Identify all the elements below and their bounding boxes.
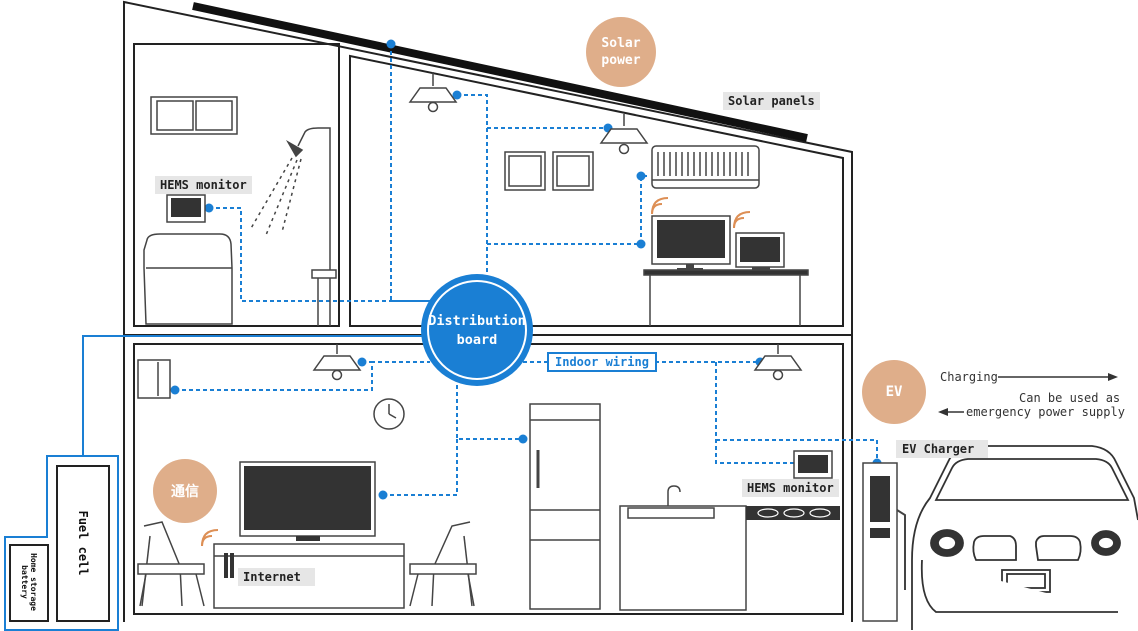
solar-panel-icon xyxy=(192,2,808,142)
emergency-label-line1: Can be used as xyxy=(1019,391,1121,405)
ev-label: EV xyxy=(885,384,903,400)
solar-power-badge: Solar power xyxy=(586,17,656,87)
laptop-icon xyxy=(735,232,785,271)
indoor-wiring-label: Indoor wiring xyxy=(547,352,657,372)
arrow-left-icon xyxy=(938,408,964,416)
car-icon xyxy=(911,445,1138,630)
refrigerator-icon xyxy=(529,403,601,610)
hems-monitor-upper-label: HEMS monitor xyxy=(155,176,252,194)
charging-label: Charging xyxy=(940,370,998,384)
ev-charger-icon xyxy=(862,462,906,622)
arrow-right-icon xyxy=(998,373,1118,381)
fuel-cell-label: Fuel cell xyxy=(76,510,90,576)
home-storage-battery-text: Home storage battery xyxy=(20,553,38,611)
ceiling-lamp-icon xyxy=(312,344,362,381)
solar-panels-label: Solar panels xyxy=(723,92,820,110)
router-icon xyxy=(224,553,234,578)
wiring-nodes xyxy=(170,39,882,500)
fuel-cell-box xyxy=(9,465,110,622)
communication-badge: 通信 xyxy=(153,459,217,523)
chair-icon xyxy=(409,521,477,607)
stove-icon xyxy=(746,506,840,520)
hems-monitor-lower-label: HEMS monitor xyxy=(742,479,839,497)
shower-icon xyxy=(249,127,337,326)
ceiling-lamp-icon xyxy=(753,344,803,381)
desk-icon xyxy=(643,269,809,326)
ceiling-lamp-icon xyxy=(408,72,458,113)
monitor-icon xyxy=(651,215,731,271)
fuel-cell-connection xyxy=(4,335,422,631)
chair-icon xyxy=(137,521,205,607)
hems-monitor-upper-icon xyxy=(166,194,206,223)
communication-label: 通信 xyxy=(171,484,199,500)
bathtub-icon xyxy=(143,233,233,325)
wifi-signal-icon xyxy=(201,529,219,547)
window-icon xyxy=(504,151,594,191)
home-storage-battery-label: Home storage battery xyxy=(20,553,38,611)
ceiling-lamp-icon xyxy=(599,114,649,155)
sink-icon xyxy=(619,485,747,611)
air-conditioner-icon xyxy=(651,145,760,189)
ev-badge: EV xyxy=(862,360,926,424)
television-icon xyxy=(239,461,376,541)
emergency-label-line2: emergency power supply xyxy=(966,405,1125,419)
ev-charger-label: EV Charger xyxy=(896,440,989,458)
window-icon xyxy=(150,96,238,135)
wifi-signal-icon xyxy=(651,197,751,229)
distribution-board-icon xyxy=(421,274,533,386)
distribution-board-label: Distribution board xyxy=(428,313,526,348)
distribution-board-label-wrap: Distribution board xyxy=(424,300,530,362)
internet-label: Internet xyxy=(238,568,315,586)
indoor-wiring-lines xyxy=(175,44,878,496)
air-conditioner-icon xyxy=(137,359,171,399)
solar-power-label: Solar power xyxy=(601,36,641,68)
clock-icon xyxy=(373,398,405,430)
hems-monitor-lower-icon xyxy=(793,450,833,479)
